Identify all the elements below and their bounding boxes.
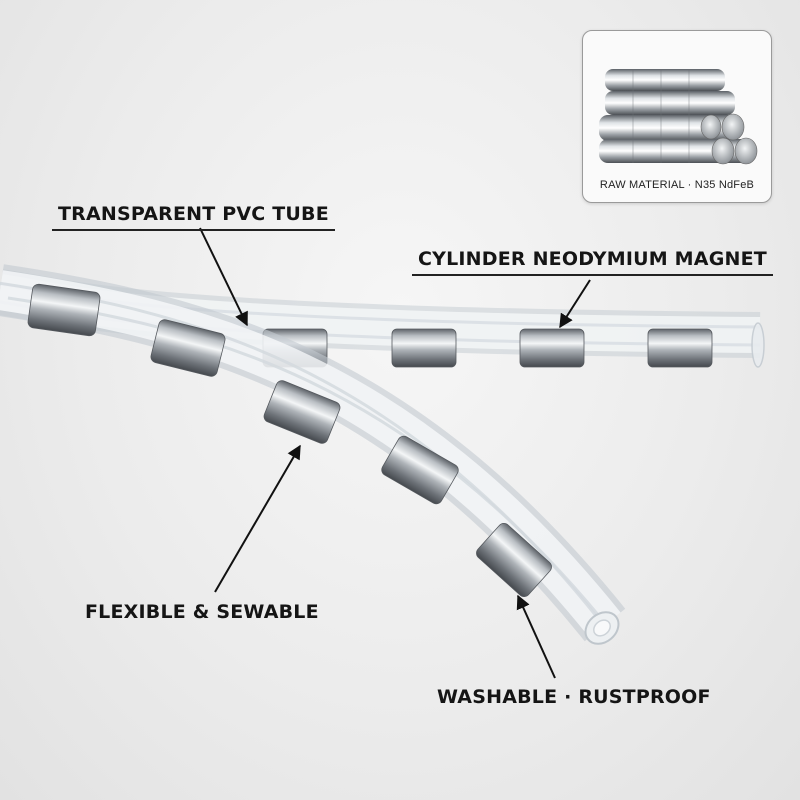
magnet-callout: CYLINDER NEODYMIUM MAGNET bbox=[412, 247, 773, 276]
raw-material-caption: RAW MATERIAL · N35 NdFeB bbox=[599, 179, 755, 191]
tube-callout-underline bbox=[52, 229, 335, 231]
magnet-stack-back-row bbox=[599, 69, 749, 163]
raw-material-inset: RAW MATERIAL · N35 NdFeB bbox=[582, 30, 772, 203]
tube-callout-text: TRANSPARENT PVC TUBE bbox=[58, 203, 329, 225]
magnet-callout-underline bbox=[412, 274, 773, 276]
magnet-stack-ends bbox=[700, 113, 758, 165]
tube-arrow bbox=[199, 227, 248, 327]
washable-callout-text: WASHABLE · RUSTPROOF bbox=[437, 686, 711, 708]
magnet-callout-text: CYLINDER NEODYMIUM MAGNET bbox=[418, 248, 767, 270]
curved-tube-magnets bbox=[27, 283, 552, 598]
washable-arrow bbox=[516, 594, 556, 679]
flexible-callout-text: FLEXIBLE & SEWABLE bbox=[85, 601, 319, 623]
tube-callout: TRANSPARENT PVC TUBE bbox=[52, 202, 335, 231]
magnet-stack-photo bbox=[599, 69, 758, 165]
washable-callout: WASHABLE · RUSTPROOF bbox=[437, 685, 711, 709]
flexible-arrow bbox=[214, 444, 301, 593]
flexible-callout: FLEXIBLE & SEWABLE bbox=[85, 600, 319, 624]
magnet-arrow bbox=[559, 279, 591, 329]
